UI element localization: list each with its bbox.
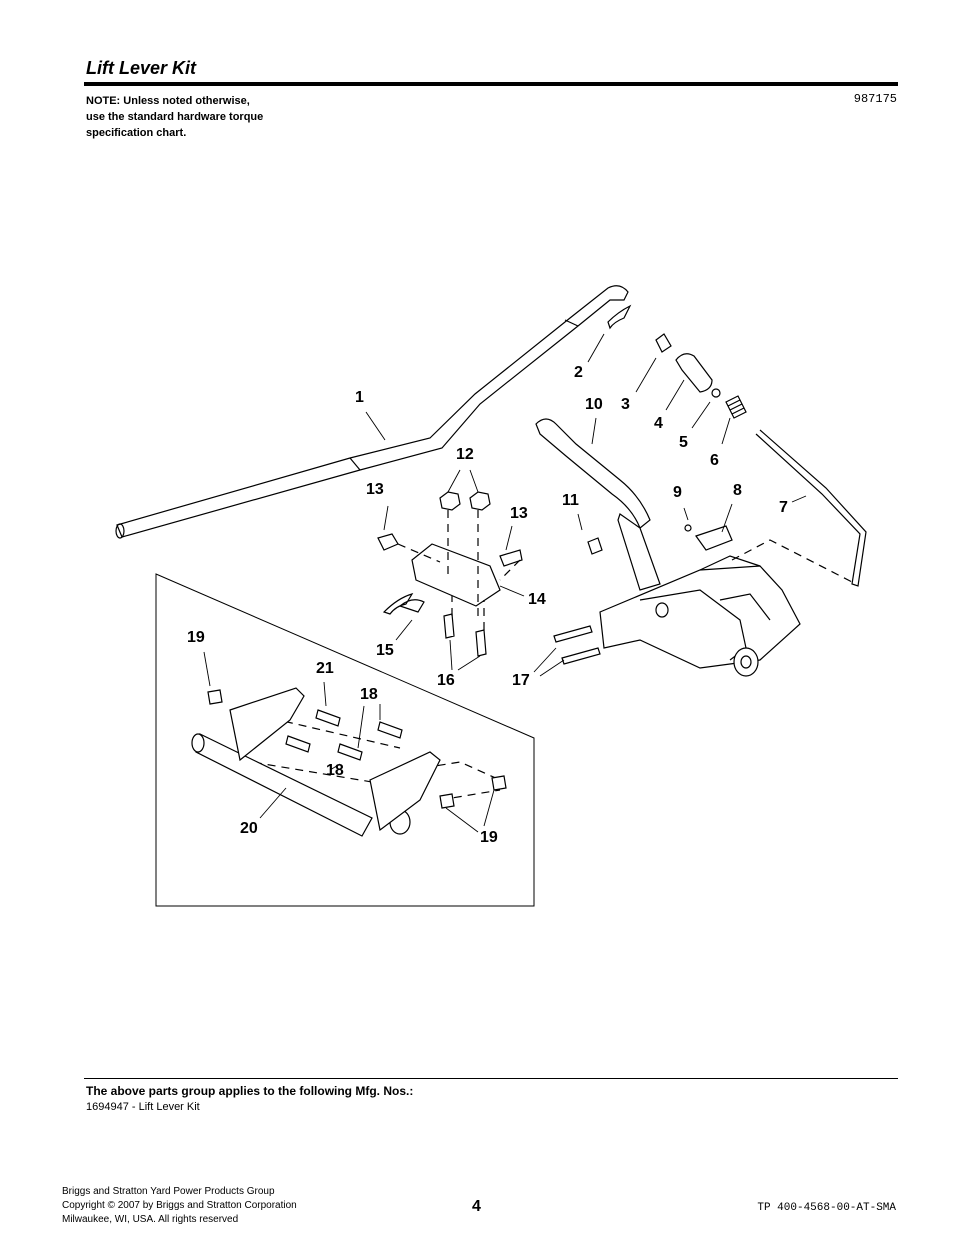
callout-13-right: 13 (510, 505, 528, 522)
assembly-guides (239, 510, 857, 801)
callout-8: 8 (733, 482, 742, 499)
axle-bracket-part (191, 687, 441, 837)
callout-5: 5 (679, 434, 688, 451)
copyright-line: Copyright © 2007 by Briggs and Stratton … (62, 1200, 297, 1211)
page-title: Lift Lever Kit (86, 58, 197, 78)
callout-19-right: 19 (480, 829, 498, 846)
note-line: use the standard hardware torque (86, 111, 264, 123)
leader-lines (203, 333, 807, 833)
hand-lever-part (535, 418, 661, 591)
diagram-number: 987175 (853, 92, 897, 106)
callout-18-bottom: 18 (326, 762, 344, 779)
callout-19-left: 19 (187, 629, 205, 646)
company-info: Briggs and Stratton Yard Power Products … (62, 1185, 297, 1227)
title-rule (84, 82, 898, 86)
hairpin-clips-part (382, 593, 425, 615)
decal-parts (553, 625, 601, 665)
washer-part (684, 524, 692, 532)
callout-labels: 1 2 3 4 5 6 7 8 9 10 11 12 13 13 14 15 1… (187, 364, 788, 846)
callout-20: 20 (240, 820, 258, 837)
pivot-bracket-part (599, 555, 801, 677)
callout-2: 2 (574, 364, 583, 381)
hairpin-clip-part (607, 304, 632, 330)
link-plate-part (695, 525, 733, 551)
hex-nut-parts (439, 491, 491, 511)
applies-heading: The above parts group applies to the fol… (86, 1084, 414, 1098)
torque-note: NOTE: Unless noted otherwise, use the st… (86, 93, 263, 141)
callout-1: 1 (355, 389, 364, 406)
callout-10: 10 (585, 396, 603, 413)
callout-17: 17 (512, 672, 530, 689)
callout-14: 14 (528, 591, 546, 608)
lift-rod-part (115, 285, 629, 539)
inset-box (155, 573, 535, 907)
note-line: specification chart. (86, 127, 187, 139)
callout-18-top: 18 (360, 686, 378, 703)
callout-11: 11 (562, 492, 579, 509)
applies-rule (84, 1078, 898, 1079)
callout-16: 16 (437, 672, 455, 689)
knob-spring-parts (655, 333, 867, 587)
mounting-bracket-part (411, 543, 501, 607)
inset-fastener-parts (207, 689, 507, 809)
callout-7: 7 (779, 499, 788, 516)
spring-pin-part (587, 537, 603, 555)
bolt-parts (377, 533, 523, 657)
location-line: Milwaukee, WI, USA. All rights reserved (62, 1214, 239, 1225)
callout-21: 21 (316, 660, 334, 677)
company-line: Briggs and Stratton Yard Power Products … (62, 1186, 275, 1197)
callout-15: 15 (376, 642, 394, 659)
tp-number: TP 400-4568-00-AT-SMA (757, 1202, 896, 1214)
callout-6: 6 (710, 452, 719, 469)
applies-item: 1694947 - Lift Lever Kit (86, 1101, 200, 1113)
callout-9: 9 (673, 484, 682, 501)
callout-12: 12 (456, 446, 474, 463)
note-line: NOTE: Unless noted otherwise, (86, 95, 250, 107)
callout-3: 3 (621, 396, 630, 413)
callout-4: 4 (654, 415, 663, 432)
page-number: 4 (472, 1198, 481, 1215)
callout-13-left: 13 (366, 481, 384, 498)
